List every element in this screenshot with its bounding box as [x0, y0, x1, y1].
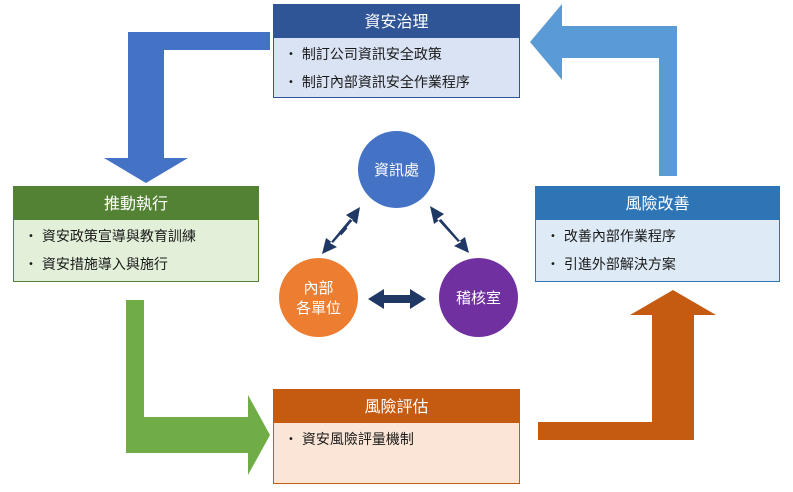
arrow-governance-to-execution — [104, 32, 270, 183]
info-office-circle: 資訊處 — [358, 131, 435, 208]
governance-box: 資安治理 制訂公司資訊安全政策 制訂內部資訊安全作業程序 — [273, 4, 520, 98]
list-item: 改善內部作業程序 — [550, 224, 779, 252]
list-item: 資安風險評量機制 — [288, 427, 519, 455]
connector-departments-audit — [368, 289, 426, 309]
connector-info-departments — [322, 207, 360, 254]
list-item: 引進外部解決方案 — [550, 252, 779, 280]
improvement-list: 改善內部作業程序 引進外部解決方案 — [536, 220, 779, 280]
improvement-box: 風險改善 改善內部作業程序 引進外部解決方案 — [535, 186, 780, 282]
improvement-title: 風險改善 — [536, 187, 779, 220]
departments-circle: 內部 各單位 — [279, 258, 358, 337]
list-item: 制訂內部資訊安全作業程序 — [288, 70, 519, 98]
arrow-execution-to-risk — [126, 300, 270, 475]
execution-box: 推動執行 資安政策宣導與教育訓練 資安措施導入與施行 — [13, 186, 259, 282]
arrow-risk-to-improvement — [538, 290, 716, 440]
execution-title: 推動執行 — [14, 187, 258, 220]
risk-list: 資安風險評量機制 — [274, 423, 519, 455]
governance-list: 制訂公司資訊安全政策 制訂內部資訊安全作業程序 — [274, 38, 519, 98]
execution-list: 資安政策宣導與教育訓練 資安措施導入與施行 — [14, 220, 258, 280]
list-item: 制訂公司資訊安全政策 — [288, 42, 519, 70]
arrow-improvement-to-governance — [530, 4, 677, 176]
risk-box: 風險評估 資安風險評量機制 — [273, 389, 520, 484]
connector-info-audit — [430, 206, 469, 253]
list-item: 資安政策宣導與教育訓練 — [28, 224, 258, 252]
governance-title: 資安治理 — [274, 5, 519, 38]
list-item: 資安措施導入與施行 — [28, 252, 258, 280]
risk-title: 風險評估 — [274, 390, 519, 423]
audit-office-circle: 稽核室 — [439, 258, 518, 337]
